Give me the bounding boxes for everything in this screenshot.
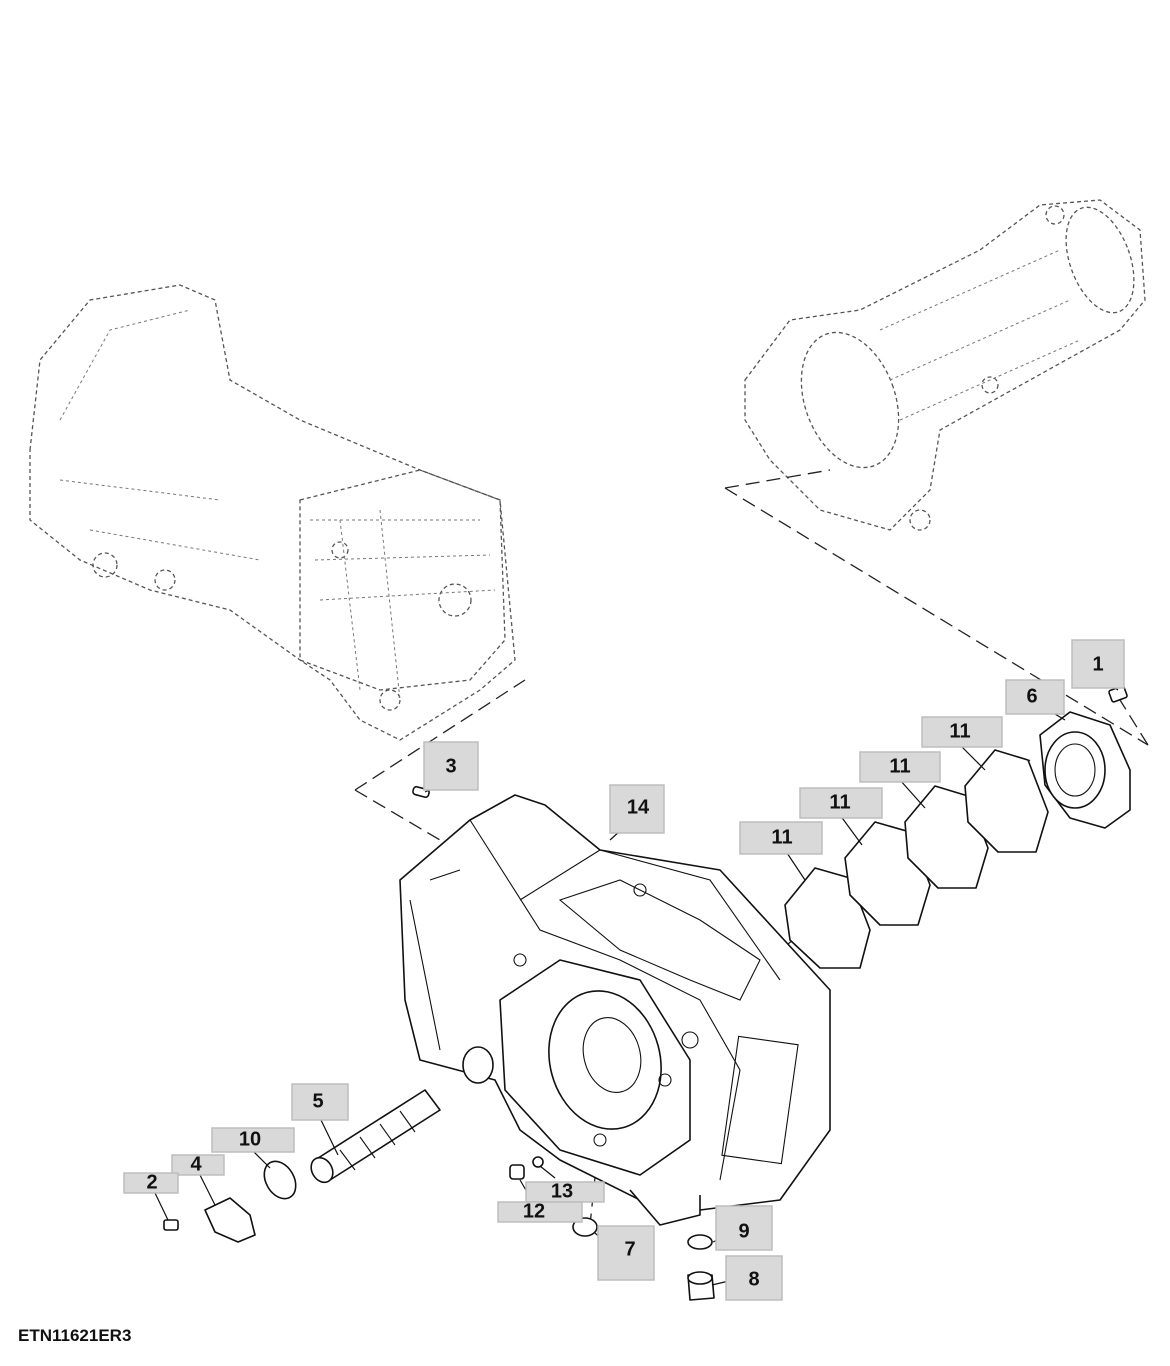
svg-text:1: 1 (1092, 653, 1103, 675)
svg-text:11: 11 (771, 826, 792, 848)
svg-text:5: 5 (312, 1090, 323, 1112)
callout-5: 5 (291, 1083, 349, 1121)
svg-text:3: 3 (445, 755, 456, 777)
svg-text:6: 6 (1026, 685, 1037, 707)
callout-11: 11 (921, 716, 1003, 748)
o-ring-10[interactable] (258, 1156, 302, 1205)
washer-13[interactable] (532, 1156, 544, 1168)
callout-6: 6 (1005, 679, 1065, 715)
callout-14: 14 (609, 784, 665, 834)
callout-9: 9 (715, 1205, 773, 1251)
svg-text:12: 12 (523, 1200, 545, 1222)
callout-2: 2 (123, 1171, 179, 1194)
ghost-axle-housing-right (744, 199, 1146, 531)
callout-13: 13 (525, 1180, 605, 1203)
callout-7: 7 (597, 1225, 655, 1281)
gasket-group (784, 749, 1049, 969)
callout-12: 12 (497, 1200, 583, 1223)
svg-text:2: 2 (146, 1171, 157, 1193)
ghost-transmission-housing-left (29, 284, 516, 741)
callout-11: 11 (739, 821, 823, 855)
svg-text:10: 10 (239, 1128, 261, 1150)
cover-4[interactable] (204, 1197, 256, 1243)
callout-10: 10 (211, 1127, 295, 1153)
callout-1: 1 (1071, 639, 1125, 689)
strainer-5[interactable] (307, 1089, 441, 1186)
bearing-cover-part[interactable] (1039, 711, 1131, 829)
callout-11: 11 (799, 787, 883, 819)
svg-text:7: 7 (624, 1238, 635, 1260)
figure-id-label: ETN11621ER3 (18, 1326, 132, 1345)
svg-text:11: 11 (829, 791, 850, 813)
svg-text:11: 11 (889, 755, 910, 777)
rear-housing-part[interactable] (399, 794, 831, 1226)
svg-text:8: 8 (748, 1268, 759, 1290)
callout-8: 8 (725, 1255, 783, 1301)
svg-text:13: 13 (551, 1180, 573, 1202)
svg-text:14: 14 (627, 796, 650, 818)
svg-text:11: 11 (949, 720, 970, 742)
gasket-4[interactable] (964, 749, 1049, 853)
gasket-1[interactable] (784, 867, 871, 969)
bolt-2[interactable] (163, 1219, 179, 1231)
washer-9[interactable] (687, 1234, 713, 1250)
callout-11: 11 (859, 751, 941, 783)
callout-4: 4 (171, 1153, 225, 1176)
callout-3: 3 (423, 741, 479, 791)
svg-text:9: 9 (738, 1220, 749, 1242)
plug-12[interactable] (509, 1164, 525, 1180)
svg-text:4: 4 (190, 1153, 202, 1175)
drain-plug-8[interactable] (687, 1271, 715, 1301)
